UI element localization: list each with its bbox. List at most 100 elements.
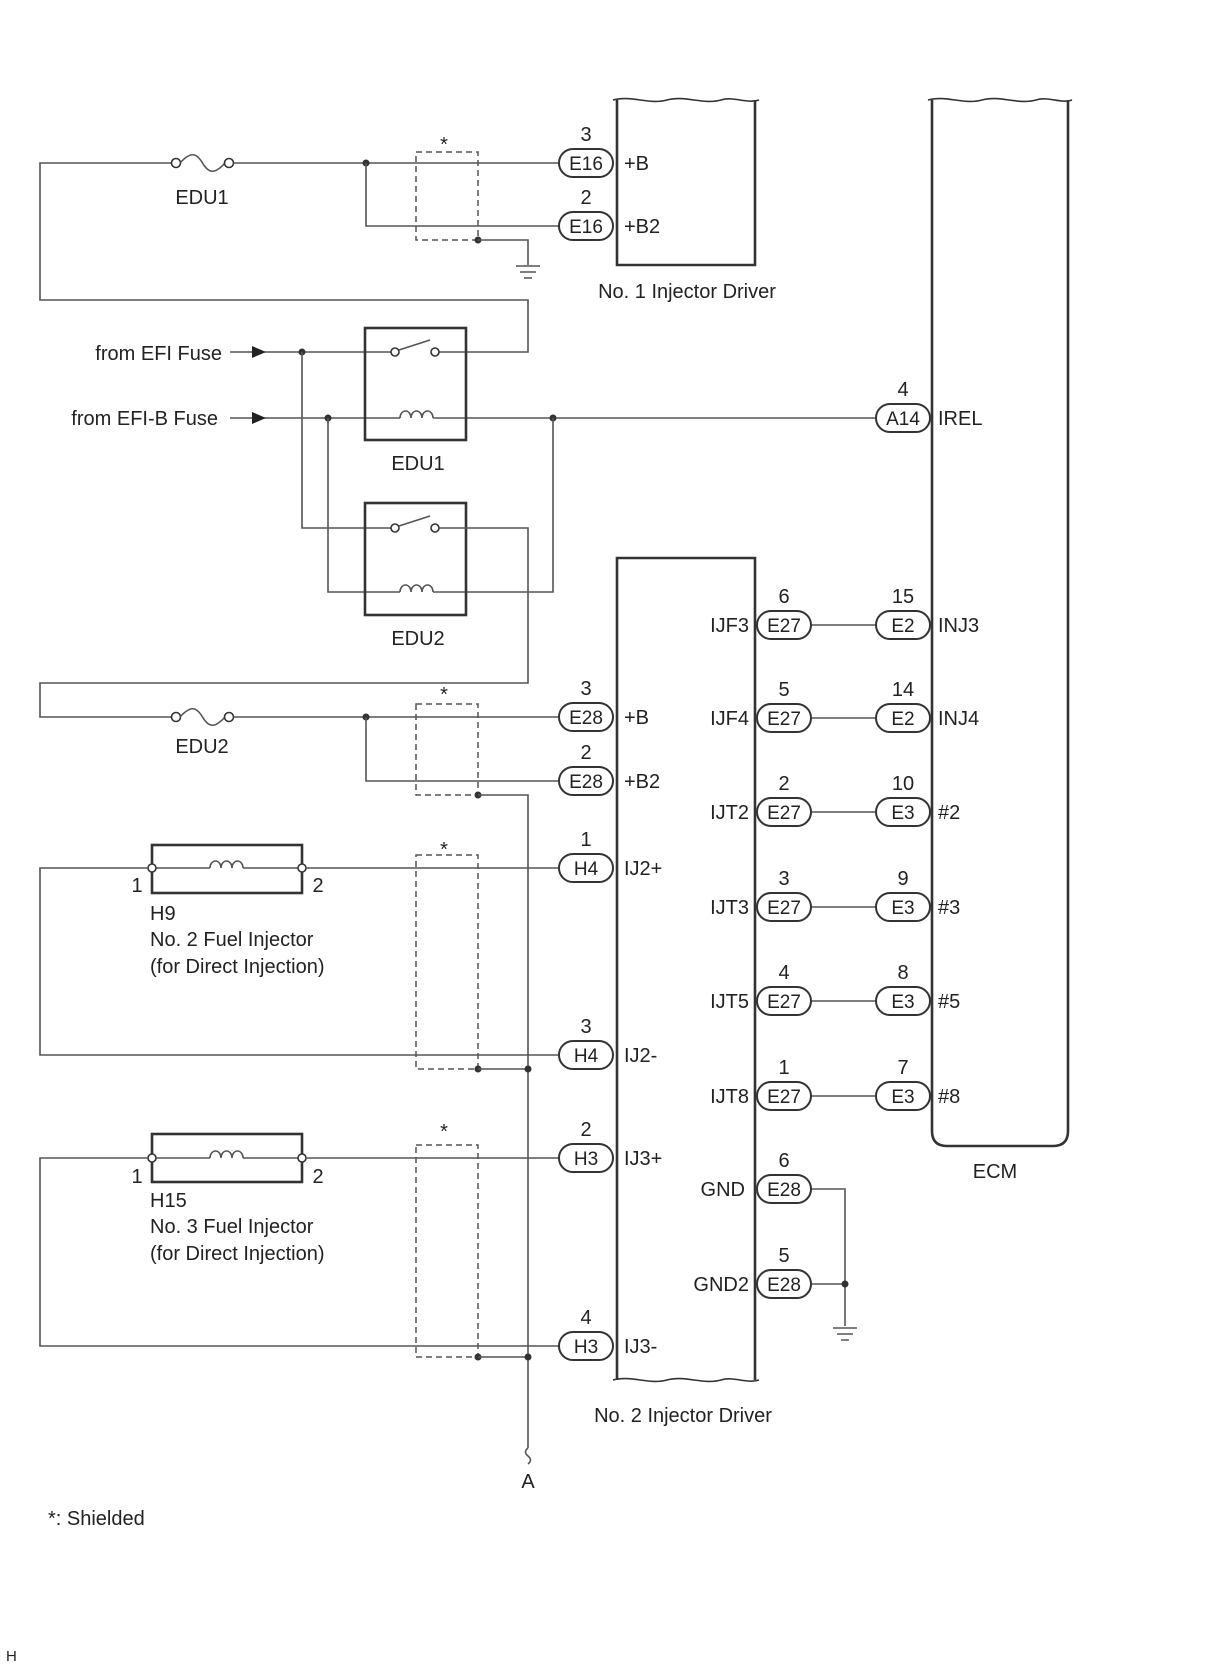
driver-pin-number: 2 — [778, 773, 789, 795]
connector-h4-pin-3: H4 3 IJ2- — [558, 1016, 657, 1070]
pin-number: 1 — [580, 829, 591, 851]
driver-connector-code: E27 — [767, 992, 801, 1013]
connector-body — [558, 211, 614, 241]
injector-pin-left: 1 — [131, 1166, 142, 1188]
switch-contact-icon — [390, 347, 400, 357]
signal-line-ijt5-5: IJT5 E27 4 E3 8 #5 — [710, 962, 960, 1016]
injector-h15-circuit: 1 2 H15 No. 3 Fuel Injector (for Direct … — [39, 1121, 559, 1361]
ecm-connector-body — [875, 986, 931, 1016]
pin-number: 2 — [580, 742, 591, 764]
injector-terminal-icon — [147, 863, 157, 873]
source-efi-b-fuse-label: from EFI-B Fuse — [71, 408, 218, 430]
ecm-connector-code: E3 — [891, 898, 914, 919]
driver-connector-body — [756, 703, 812, 733]
ecm-connector-code: E3 — [891, 803, 914, 824]
footnote-shielded: *: Shielded — [48, 1508, 145, 1530]
ecm-connector-code: E3 — [891, 992, 914, 1013]
junction-dot — [524, 1065, 532, 1073]
pin-number: 3 — [580, 678, 591, 700]
ecm-connector-body — [875, 1081, 931, 1111]
driver-terminal-name: IJF4 — [710, 708, 749, 730]
terminal-name: +B2 — [624, 771, 660, 793]
connector-body — [756, 1269, 812, 1299]
driver-pin-number: 5 — [778, 679, 789, 701]
connector-h4-pin-1: H4 1 IJ2+ — [558, 829, 662, 883]
wire-edu2-relay-to-fuse — [39, 527, 529, 718]
injector-pin-left: 1 — [131, 875, 142, 897]
connector-code: E28 — [767, 1180, 801, 1201]
driver-2-ground-circuit — [811, 1188, 857, 1341]
ground-symbol — [833, 1327, 857, 1341]
injector-driver-1: No. 1 Injector Driver — [598, 97, 776, 303]
ecm-terminal-name: INJ4 — [938, 708, 979, 730]
driver-connector-body — [756, 986, 812, 1016]
connector-e28-pin-5: GND2 E28 5 — [693, 1245, 812, 1299]
switch-contact-icon — [430, 523, 440, 533]
injector-name: No. 3 Fuel Injector — [150, 1216, 314, 1238]
driver-terminal-name: IJT8 — [710, 1086, 749, 1108]
edu1-supply-circuit: EDU1 * — [39, 134, 559, 353]
pin-number: 5 — [778, 1245, 789, 1267]
injector-outline — [150, 843, 304, 895]
connector-code: E16 — [569, 154, 603, 175]
ecm-connector-code: E2 — [891, 616, 914, 637]
driver-1-outline — [615, 100, 757, 267]
terminal-name: IJ3+ — [624, 1148, 662, 1170]
connector-e16-pin-2: E16 2 +B2 — [558, 187, 660, 241]
fuse-edu2: EDU2 — [170, 707, 235, 758]
signal-line-ijf3-inj3: IJF3 E27 6 E2 15 INJ3 — [710, 586, 979, 640]
ecm-pin-number: 14 — [892, 679, 914, 701]
connector-e28-pin-2: E28 2 +B2 — [558, 742, 660, 796]
connector-body — [558, 766, 614, 796]
connector-code: E28 — [569, 772, 603, 793]
sheet-code: H — [6, 1648, 17, 1665]
relay-edu2-outline — [363, 501, 468, 617]
pin-number: 4 — [897, 379, 908, 401]
connector-code: E28 — [767, 1275, 801, 1296]
switch-lever-icon — [398, 515, 431, 527]
terminal-name: IJ3- — [624, 1336, 657, 1358]
relay-edu1: EDU1 — [363, 326, 468, 475]
injector-coil-icon — [209, 860, 244, 869]
connector-body — [558, 148, 614, 178]
connector-code: E28 — [569, 708, 603, 729]
wire-to-e16-2 — [365, 163, 559, 227]
driver-connector-code: E27 — [767, 898, 801, 919]
pin-number: 6 — [778, 1150, 789, 1172]
wire-efi-to-edu2-switch — [301, 352, 391, 529]
relay-coil-icon — [399, 584, 434, 593]
pin-number: 2 — [580, 187, 591, 209]
injector-code: H9 — [150, 903, 176, 925]
connector-body — [558, 1143, 614, 1173]
shield-box — [415, 151, 479, 241]
switch-contact-icon — [390, 523, 400, 533]
pin-number: 3 — [580, 124, 591, 146]
connector-code: H4 — [574, 1046, 599, 1067]
connector-code: H3 — [574, 1337, 598, 1358]
signal-line-ijt3-3: IJT3 E27 3 E3 9 #3 — [710, 868, 960, 922]
driver-connector-code: E27 — [767, 616, 801, 637]
signal-line-ijt8-8: IJT8 E27 1 E3 7 #8 — [710, 1057, 960, 1111]
relay-edu1-outline — [363, 326, 468, 442]
driver-connector-body — [756, 892, 812, 922]
injector-pin-right: 2 — [312, 1166, 323, 1188]
driver-connector-code: E27 — [767, 709, 801, 730]
signal-line-ijf4-inj4: IJF4 E27 5 E2 14 INJ4 — [710, 679, 979, 733]
injector-coil-icon — [209, 1150, 244, 1159]
fuel-injector-h15: 1 2 H15 No. 3 Fuel Injector (for Direct … — [131, 1132, 325, 1265]
ecm-pin-number: 9 — [897, 868, 908, 890]
offpage-break-icon — [524, 1447, 532, 1465]
fuel-injector-h9: 1 2 H9 No. 2 Fuel Injector (for Direct I… — [131, 843, 325, 978]
shield-mark: * — [440, 684, 448, 706]
wire-edu2-coil-to-irel — [433, 418, 554, 593]
ecm-pin-number: 7 — [897, 1057, 908, 1079]
driver-terminal-name: IJT2 — [710, 802, 749, 824]
terminal-name: +B — [624, 153, 649, 175]
source-efi-fuse-label: from EFI Fuse — [95, 343, 222, 365]
wire-shield-drain — [478, 794, 529, 1448]
connector-code: H4 — [574, 859, 599, 880]
driver-connector-code: E27 — [767, 1087, 801, 1108]
terminal-name: GND — [701, 1179, 745, 1201]
ecm-break-line — [927, 97, 1073, 103]
